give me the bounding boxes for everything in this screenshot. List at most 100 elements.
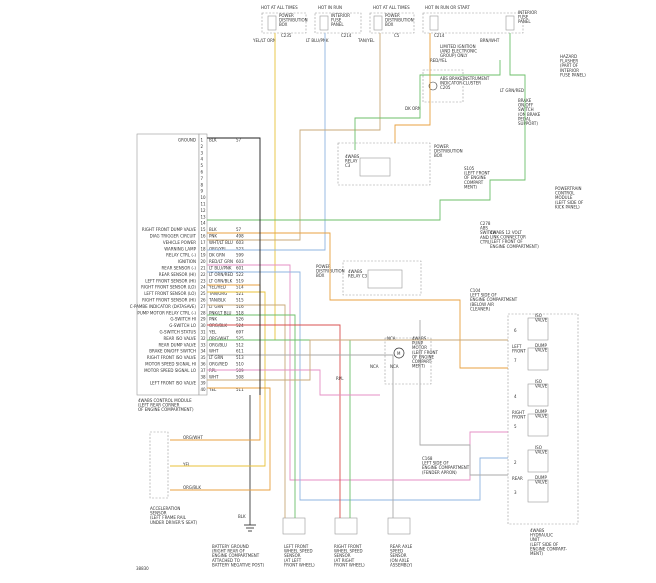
pin-number: 28 <box>201 310 207 315</box>
pin-wire: DK GRN <box>209 253 225 258</box>
pin-circuit: 515 <box>236 298 244 303</box>
pin-number: 22 <box>201 272 207 277</box>
wire-runs <box>170 33 526 518</box>
module-pin-label: MOTOR SPEED SIGNAL LO <box>144 368 196 373</box>
ltgrnred-label: LT GRN/RED <box>500 88 524 93</box>
module-pin-label: LEFT FRONT SENSOR (HI) <box>145 278 196 283</box>
module-pin-label: RELAY CTRL (-) <box>166 253 196 258</box>
module-pin-label: GROUND <box>178 138 196 143</box>
pin-wire: YEL/RED <box>208 285 226 290</box>
pin-number: 37 <box>201 368 207 373</box>
pin-wire: TAN/ORG <box>208 291 227 296</box>
pin-number: 1 <box>201 138 204 143</box>
wire-run <box>207 33 326 251</box>
pin-wire: LT GRN/BLK <box>209 278 233 283</box>
module-pin-label: RIGHT FRONT SENSOR (HI) <box>142 298 196 303</box>
ground-wire: BLK <box>238 514 246 519</box>
pin-wire: LT GRN <box>209 355 223 360</box>
pin-wire: PNK <box>209 234 217 239</box>
wire-run <box>354 60 501 150</box>
pin-circuit: 697 <box>236 330 244 335</box>
pin-number: 36 <box>201 362 207 367</box>
module-pin-label: WARNING LAMP <box>164 246 196 251</box>
accel-w2: YEL <box>182 462 191 467</box>
pin-wire: ORG/RED <box>209 362 228 367</box>
pin-circuit: 513 <box>236 355 244 360</box>
module-pin-label: RIGHT FRONT SENSOR (LO) <box>141 285 196 290</box>
pin-circuit: 508 <box>236 374 244 379</box>
hcu-pin: 7 <box>514 358 517 363</box>
wire-run <box>207 304 286 518</box>
wire-run <box>170 291 266 467</box>
pin-circuit: 512 <box>236 342 244 347</box>
hcu-pin: 3 <box>514 490 517 495</box>
pump-w3: NCA <box>390 364 399 369</box>
wire-label-top3: TAN/YEL <box>357 38 375 43</box>
module-pin-label: LEFT FRONT SENSOR (LO) <box>144 291 196 296</box>
pin-number: 15 <box>201 227 207 232</box>
wire-run <box>207 339 508 381</box>
wire-label-top2: LT BLU/PNK <box>306 38 329 43</box>
fuse4-header: HOT IN RUN OR START <box>425 5 470 10</box>
red-yel-label: RED/YEL <box>430 58 448 63</box>
pin-number: 7 <box>201 176 204 181</box>
pin-circuit: 523 <box>236 246 244 251</box>
wire-run <box>207 137 261 395</box>
fuse2-conn: C214 <box>341 33 352 38</box>
pin-number: 32 <box>201 336 207 341</box>
valve-coil <box>527 383 549 407</box>
pin-number: 27 <box>201 304 207 309</box>
pin-number: 13 <box>201 214 207 219</box>
pin-number: 23 <box>201 278 207 283</box>
wire-run <box>207 354 394 518</box>
pin-number: 38 <box>201 374 207 379</box>
pin-circuit: 603 <box>236 240 244 245</box>
pin-number: 2 <box>201 144 204 149</box>
pin-circuit: 522 <box>236 272 244 277</box>
wire-run <box>207 33 381 241</box>
valve-coil <box>527 347 549 371</box>
module-pin-label: REAR SENSOR (HI) <box>159 272 197 277</box>
hcu-pin: 4 <box>514 394 517 399</box>
pin-number: 30 <box>201 323 207 328</box>
pin-number: 26 <box>201 298 207 303</box>
pin-wire: LT GRN <box>209 304 223 309</box>
pin-number: 4 <box>201 157 204 162</box>
hcu-pin: 2 <box>514 460 517 465</box>
pin-circuit: 521 <box>236 291 244 296</box>
pin-wire: LT ORN/RED <box>209 272 233 277</box>
pin-circuit: 603 <box>236 259 244 264</box>
pin-number: 3 <box>201 150 204 155</box>
valve-coil <box>527 479 549 503</box>
pin-number: 24 <box>201 285 207 290</box>
pin-number: 29 <box>201 317 207 322</box>
pin-circuit: 516 <box>236 304 244 309</box>
pin-number: 31 <box>201 330 207 335</box>
